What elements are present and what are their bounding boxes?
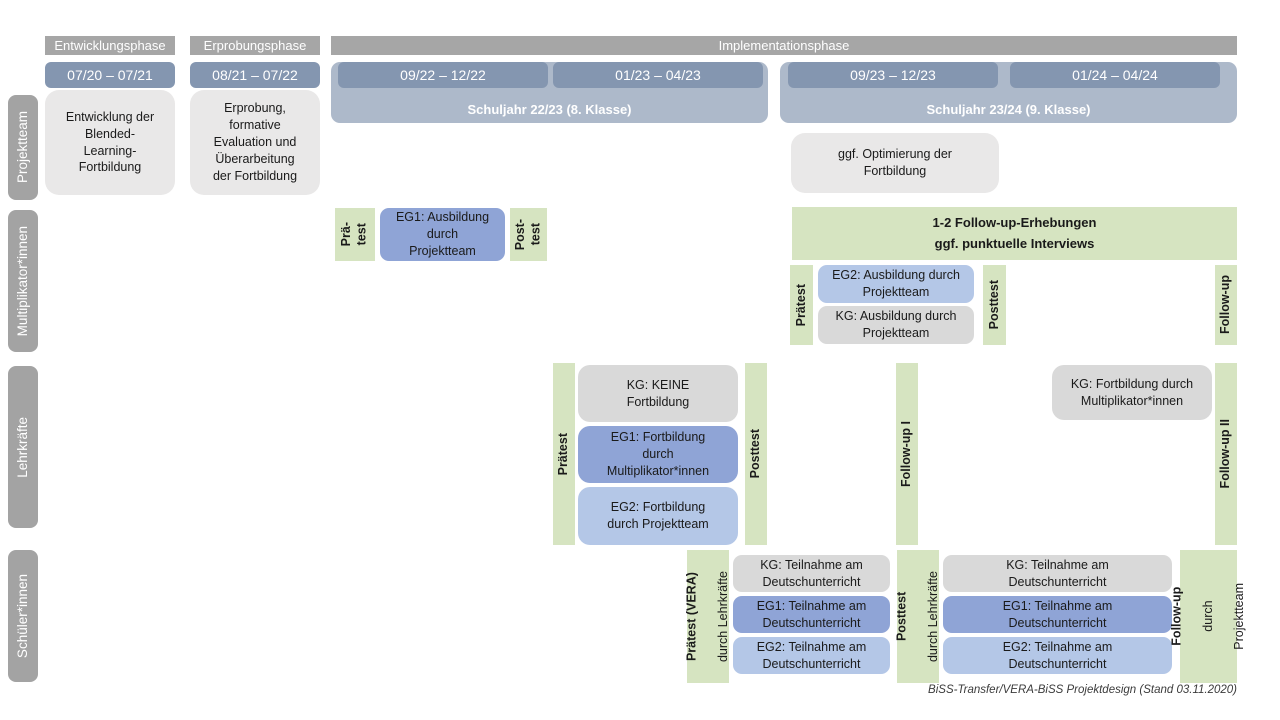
box-eg1-fortbildung: EG1: Fortbildung durch Multiplikator*inn… [578, 426, 738, 483]
row-label-text: Lehrkräfte [14, 416, 30, 478]
box-praetest-multiplikatoren-1: Prä- test [335, 208, 375, 261]
praetest-vera-sub: durch Lehrkräfte [715, 570, 730, 663]
box-followup-multiplikatoren: Follow-up [1215, 265, 1237, 345]
followup1-vertical-text: Follow-up I [899, 421, 914, 487]
posttest-vertical-text: Posttest [748, 429, 763, 479]
phase-header-erprobungsphase: Erprobungsphase [190, 36, 320, 55]
row-label-projektteam: Projektteam [8, 95, 38, 200]
followup-sub1: durch [1200, 600, 1215, 633]
box-eg1-ausbildung: EG1: Ausbildung durch Projektteam [380, 208, 505, 261]
row-label-text: Projektteam [14, 111, 30, 184]
box-kg-fortbildung-multiplikatoren: KG: Fortbildung durch Multiplikator*inne… [1052, 365, 1212, 420]
followup2-vertical-text: Follow-up II [1218, 419, 1233, 489]
date-bar-0923-1223: 09/23 – 12/23 [788, 62, 998, 88]
schuljahr-label: Schuljahr 22/23 (8. Klasse) [467, 102, 632, 117]
box-entwicklung-fortbildung: Entwicklung der Blended- Learning- Fortb… [45, 90, 175, 195]
posttest-sub: durch Lehrkräfte [925, 570, 940, 663]
posttest-vertical-text: Posttest [986, 280, 1001, 330]
box-eg2-ausbildung: EG2: Ausbildung durch Projektteam [818, 265, 974, 303]
box-kg-teilnahme-1: KG: Teilnahme am Deutschunterricht [733, 555, 890, 592]
box-followup-schueler: Follow-up durch Projektteam [1169, 550, 1246, 683]
date-bar-0720-0721: 07/20 – 07/21 [45, 62, 175, 88]
followup-sub2: Projektteam [1231, 583, 1246, 650]
box-posttest-schueler: Posttest durch Lehrkräfte [894, 550, 940, 683]
box-kg-keine-fortbildung: KG: KEINE Fortbildung [578, 365, 738, 422]
phase-header-implementationsphase: Implementationsphase [331, 36, 1237, 55]
diagram-caption: BiSS-Transfer/VERA-BiSS Projektdesign (S… [928, 684, 1237, 696]
box-eg2-teilnahme-2: EG2: Teilnahme am Deutschunterricht [943, 637, 1172, 674]
schuljahr-label: Schuljahr 23/24 (9. Klasse) [926, 102, 1091, 117]
date-bar-0123-0423: 01/23 – 04/23 [553, 62, 763, 88]
box-eg1-teilnahme-1: EG1: Teilnahme am Deutschunterricht [733, 596, 890, 633]
posttest-vertical-text: Post- test [512, 218, 543, 251]
box-posttest-lehrkraefte: Posttest [745, 363, 767, 545]
box-kg-teilnahme-2: KG: Teilnahme am Deutschunterricht [943, 555, 1172, 592]
row-label-schueler: Schüler*innen [8, 550, 38, 682]
box-praetest-lehrkraefte: Prätest [553, 363, 575, 545]
box-erprobung-evaluation: Erprobung, formative Evaluation und Über… [190, 90, 320, 195]
box-praetest-multiplikatoren-2: Prätest [790, 265, 813, 345]
praetest-vertical-text: Prätest [793, 283, 808, 327]
box-optimierung-fortbildung: ggf. Optimierung der Fortbildung [791, 133, 999, 193]
praetest-vera-title: Prätest (VERA) [684, 572, 699, 661]
row-label-lehrkraefte: Lehrkräfte [8, 366, 38, 528]
box-praetest-vera: Prätest (VERA) durch Lehrkräfte [684, 550, 730, 683]
date-bar-0124-0424: 01/24 – 04/24 [1010, 62, 1220, 88]
box-posttest-multiplikatoren-2: Posttest [983, 265, 1006, 345]
box-kg-ausbildung: KG: Ausbildung durch Projektteam [818, 306, 974, 344]
posttest-title: Posttest [894, 591, 909, 642]
phase-header-entwicklungsphase: Entwicklungsphase [45, 36, 175, 55]
box-eg2-fortbildung: EG2: Fortbildung durch Projektteam [578, 487, 738, 545]
box-followup1-lehrkraefte: Follow-up I [896, 363, 918, 545]
followup-title: Follow-up [1169, 586, 1184, 646]
praetest-vertical-text: Prätest [556, 432, 571, 476]
box-posttest-multiplikatoren-1: Post- test [510, 208, 547, 261]
box-eg2-teilnahme-1: EG2: Teilnahme am Deutschunterricht [733, 637, 890, 674]
box-followup2-lehrkraefte: Follow-up II [1215, 363, 1237, 545]
row-label-multiplikatoren: Multiplikator*innen [8, 210, 38, 352]
date-bar-0922-1222: 09/22 – 12/22 [338, 62, 548, 88]
praetest-vertical-text: Prä- test [339, 222, 369, 247]
followup-schueler-vertical-text: Follow-up durch Projektteam [1154, 583, 1263, 650]
box-followup-erhebungen: 1-2 Follow-up-Erhebungen ggf. punktuelle… [792, 207, 1237, 260]
box-eg1-teilnahme-2: EG1: Teilnahme am Deutschunterricht [943, 596, 1172, 633]
row-label-text: Schüler*innen [14, 573, 30, 659]
followup-vertical-text: Follow-up [1218, 275, 1233, 335]
date-bar-0821-0722: 08/21 – 07/22 [190, 62, 320, 88]
row-label-text: Multiplikator*innen [14, 225, 30, 337]
